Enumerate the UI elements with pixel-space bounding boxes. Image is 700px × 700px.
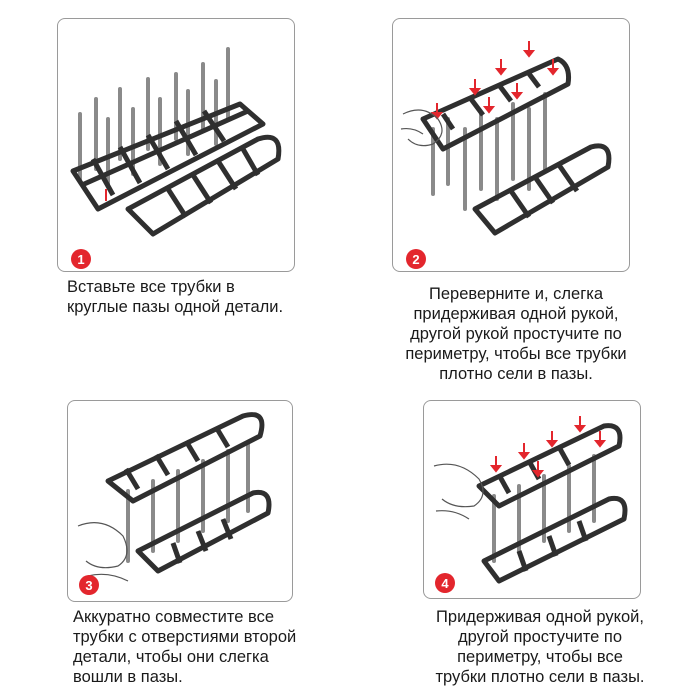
step-3-caption: Аккуратно совместите все трубки с отверс… [73, 607, 296, 687]
caption-line: трубки с отверстиями второй [73, 628, 297, 646]
caption-line: другой простучите по [457, 628, 623, 646]
caption-line: Переверните и, слегка [429, 285, 603, 303]
step-4-badge: 4 [435, 573, 455, 593]
caption-line: детали, чтобы они слегка [73, 648, 269, 666]
step-3-illustration [77, 412, 272, 582]
caption-line: придерживая одной рукой, [413, 305, 619, 323]
step-2-illustration [400, 41, 612, 236]
step-3-panel: 3 [67, 400, 293, 602]
step-4-illustration [433, 416, 628, 584]
step-3-badge: 3 [79, 575, 99, 595]
step-1-caption: Вставьте все трубки в круглые пазы одной… [67, 277, 283, 317]
caption-line: другой рукой простучите по [410, 325, 622, 343]
caption-line: Придерживая одной рукой, [436, 608, 644, 626]
caption-line: плотно сели в пазы. [439, 365, 593, 383]
step-2-panel: 2 [392, 18, 630, 272]
step-4-panel: 4 [423, 400, 641, 599]
step-2-badge: 2 [406, 249, 426, 269]
caption-line: вошли в пазы. [73, 668, 183, 686]
caption-line: трубки плотно сели в пазы. [435, 668, 645, 686]
step-1-badge: 1 [71, 249, 91, 269]
caption-line: периметру, чтобы все [457, 648, 623, 666]
step-1-illustration [70, 47, 282, 237]
caption-line: Вставьте все трубки в [67, 278, 235, 296]
caption-line: Аккуратно совместите все [73, 608, 274, 626]
step-2-caption: Переверните и, слегка придерживая одной … [396, 284, 636, 384]
step-4-caption: Придерживая одной рукой, другой простучи… [420, 607, 660, 687]
step-1-panel: 1 [57, 18, 295, 272]
caption-line: периметру, чтобы все трубки [405, 345, 627, 363]
caption-line: круглые пазы одной детали. [67, 298, 284, 316]
